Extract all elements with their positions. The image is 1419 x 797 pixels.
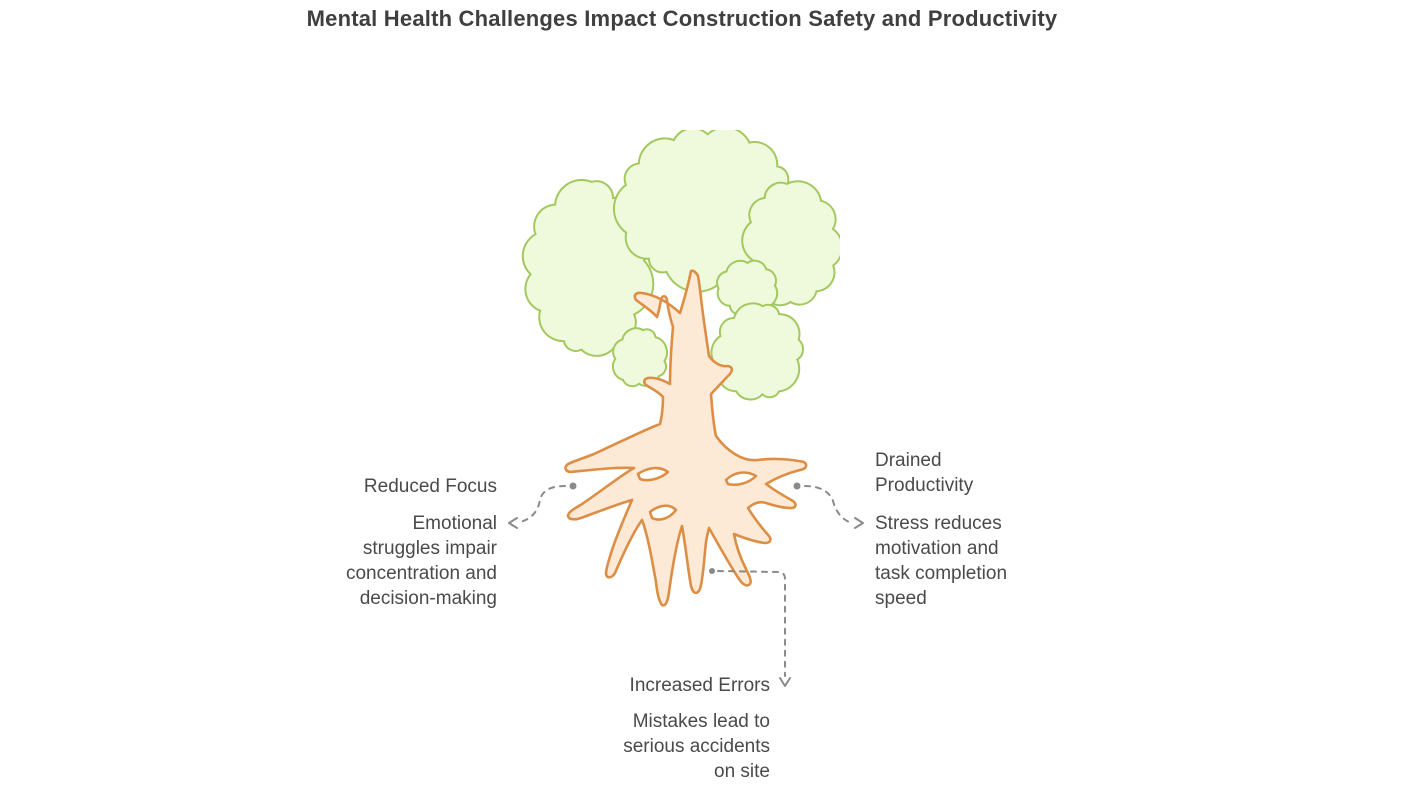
callout-body-line: on site [714,761,770,782]
callout-body-line: Mistakes lead to [632,711,770,732]
callout-reduced-focus: Reduced Focus Emotional struggles impair… [287,474,497,611]
callout-heading: Reduced Focus [287,474,497,499]
callout-body-line: speed [875,588,927,609]
page-title: Mental Health Challenges Impact Construc… [306,6,1058,31]
callout-body-line: serious accidents [623,736,770,757]
down-arrow-icon [779,677,791,687]
callout-body: Stress reduces motivation and task compl… [875,511,1045,611]
tree-illustration [521,130,840,607]
callout-heading: Drained Productivity [875,448,1045,498]
canopy-blob-bottom-right [710,302,805,401]
tree-trunk-and-roots [564,269,808,607]
callout-body: Emotional struggles impair concentration… [287,511,497,611]
callout-drained-productivity: Drained Productivity Stress reduces moti… [875,448,1045,611]
callout-body-line: decision-making [359,588,497,609]
callout-body-line: motivation and [875,538,999,559]
callout-heading: Increased Errors [560,673,770,698]
callout-body-line: struggles impair [362,538,497,559]
callout-body: Mistakes lead to serious accidents on si… [560,709,770,784]
callout-body-line: concentration and [345,563,497,584]
callout-heading-line: Productivity [875,475,974,496]
callout-heading-line: Drained [875,450,942,471]
left-arrow-icon [508,517,518,529]
callout-heading-line: Increased Errors [629,675,770,696]
canopy-blob-bottom-left [611,327,668,388]
callout-increased-errors: Increased Errors Mistakes lead to seriou… [560,673,770,784]
callout-body-line: task completion [875,563,1008,584]
callout-body-line: Emotional [412,513,498,534]
right-arrow-icon [854,517,864,529]
callout-heading-line: Reduced Focus [363,476,497,497]
callout-body-line: Stress reduces [875,513,1002,534]
tree-canopy [521,130,840,401]
